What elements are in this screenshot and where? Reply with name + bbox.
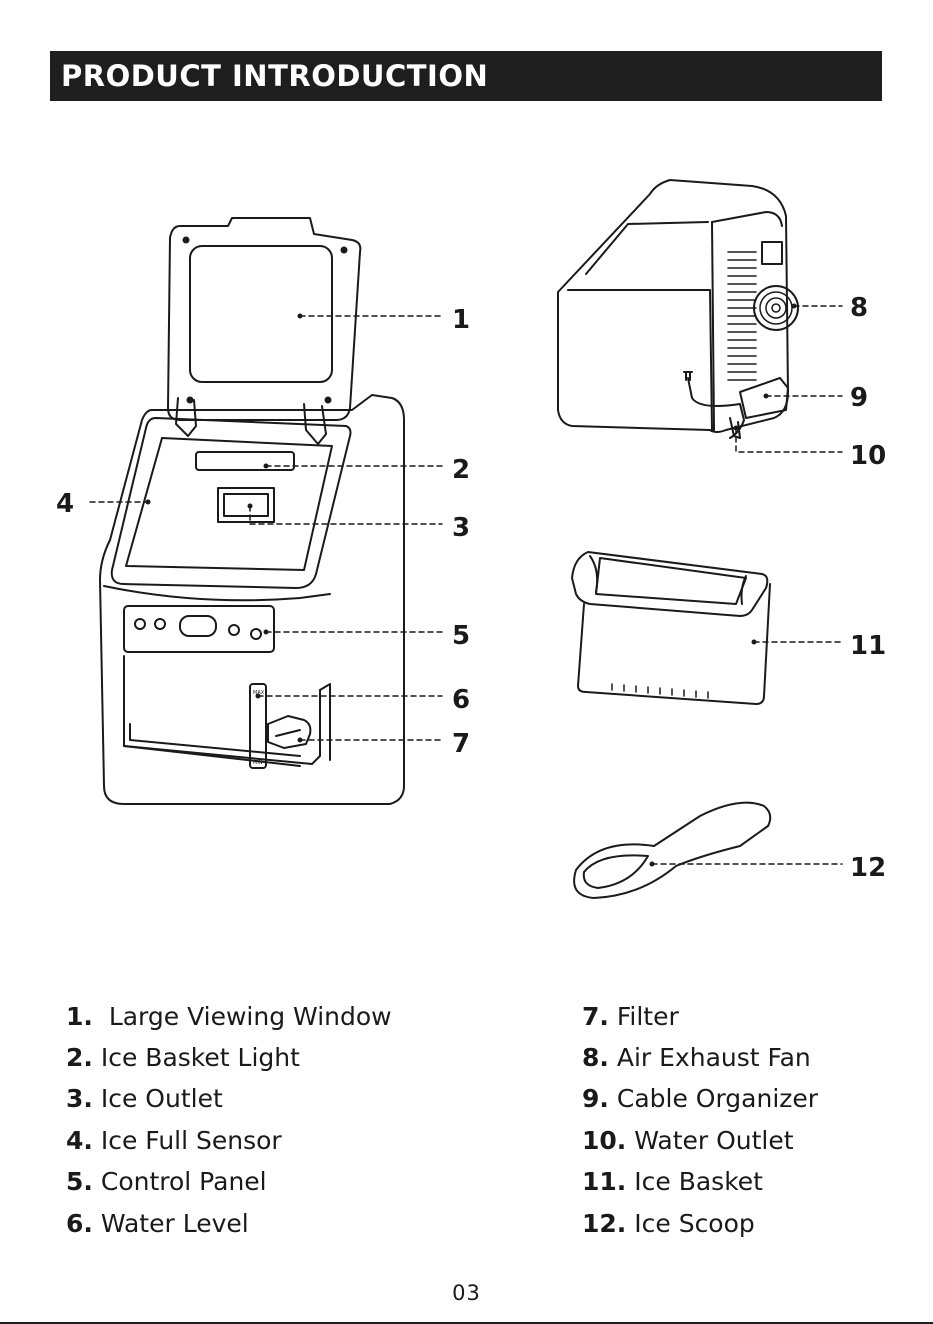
legend-item: 4. Ice Full Sensor xyxy=(66,1126,282,1155)
callout-12: 12 xyxy=(850,853,886,883)
legend-label: Filter xyxy=(617,1002,679,1031)
callout-6: 6 xyxy=(452,685,470,715)
legend-number: 3. xyxy=(66,1084,93,1113)
callout-10: 10 xyxy=(850,441,886,471)
callout-7: 7 xyxy=(452,729,470,759)
legend-number: 1. xyxy=(66,1002,93,1031)
legend-number: 6. xyxy=(66,1209,93,1238)
legend-label: Ice Basket Light xyxy=(101,1043,300,1072)
legend-item: 2. Ice Basket Light xyxy=(66,1043,300,1072)
callout-1: 1 xyxy=(452,305,470,335)
legend-number: 7. xyxy=(582,1002,609,1031)
legend-item: 9. Cable Organizer xyxy=(582,1084,818,1113)
cable-organizer-shape xyxy=(740,378,788,418)
ice-maker-rear-illustration xyxy=(558,180,798,438)
callout-5: 5 xyxy=(452,621,470,651)
callout-4: 4 xyxy=(56,489,74,519)
legend-label: Water Level xyxy=(101,1209,249,1238)
legend-item: 1. Large Viewing Window xyxy=(66,1002,392,1031)
legend-label: Cable Organizer xyxy=(617,1084,818,1113)
callout-3: 3 xyxy=(452,513,470,543)
legend-item: 3. Ice Outlet xyxy=(66,1084,223,1113)
legend-number: 10. xyxy=(582,1126,626,1155)
water-level-min-mark: MIN xyxy=(253,760,263,766)
callout-8: 8 xyxy=(850,293,868,323)
legend-label: Ice Full Sensor xyxy=(101,1126,282,1155)
legend-number: 11. xyxy=(582,1167,626,1196)
ice-maker-front-illustration xyxy=(100,218,404,804)
legend-item: 10. Water Outlet xyxy=(582,1126,794,1155)
legend-label: Ice Outlet xyxy=(101,1084,223,1113)
legend-number: 8. xyxy=(582,1043,609,1072)
legend-label: Water Outlet xyxy=(634,1126,793,1155)
page-number: 03 xyxy=(0,1281,933,1305)
ice-basket-light-shape xyxy=(196,452,294,470)
water-level-max-mark: MAX xyxy=(253,690,265,696)
legend-number: 5. xyxy=(66,1167,93,1196)
legend-number: 2. xyxy=(66,1043,93,1072)
viewing-window xyxy=(190,246,332,382)
legend-label: Ice Basket xyxy=(634,1167,763,1196)
control-panel-shape xyxy=(124,606,274,652)
legend-item: 6. Water Level xyxy=(66,1209,249,1238)
callout-9: 9 xyxy=(850,383,868,413)
legend-item: 5. Control Panel xyxy=(66,1167,267,1196)
legend-number: 9. xyxy=(582,1084,609,1113)
legend-label: Air Exhaust Fan xyxy=(617,1043,811,1072)
legend-item: 11. Ice Basket xyxy=(582,1167,763,1196)
product-diagram: MAX MIN 1 2 3 4 5 6 7 8 9 10 11 12 xyxy=(0,0,933,1000)
legend-item: 7. Filter xyxy=(582,1002,679,1031)
callout-11: 11 xyxy=(850,631,886,661)
callout-2: 2 xyxy=(452,455,470,485)
legend-label: Control Panel xyxy=(101,1167,267,1196)
legend-label: Ice Scoop xyxy=(634,1209,755,1238)
ice-basket-illustration xyxy=(572,552,770,704)
legend-item: 8. Air Exhaust Fan xyxy=(582,1043,811,1072)
legend-item: 12. Ice Scoop xyxy=(582,1209,755,1238)
ice-scoop-illustration xyxy=(574,803,770,898)
legend-number: 12. xyxy=(582,1209,626,1238)
legend-label: Large Viewing Window xyxy=(109,1002,392,1031)
air-exhaust-fan-shape xyxy=(754,286,798,330)
leader-dots xyxy=(146,304,797,867)
legend-number: 4. xyxy=(66,1126,93,1155)
